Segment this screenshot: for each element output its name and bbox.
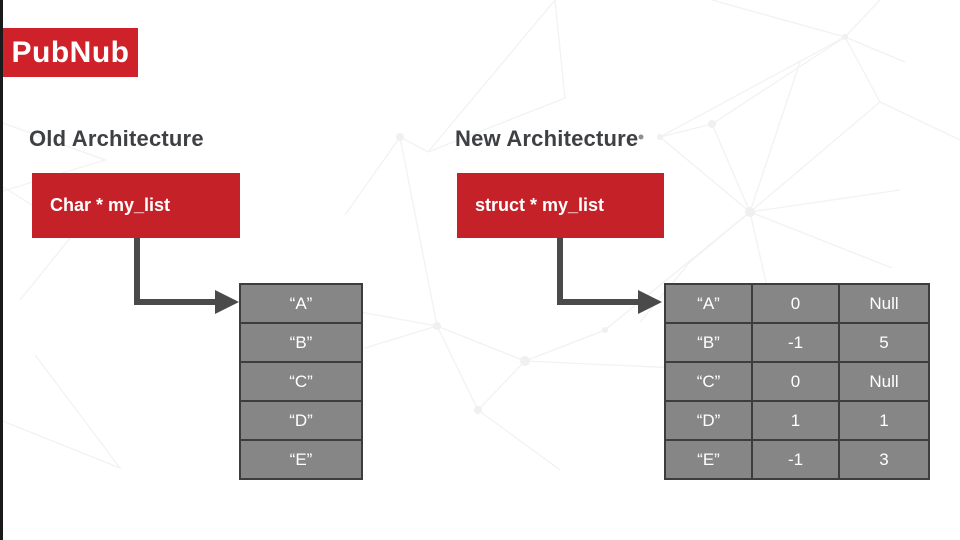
new-struct-list-table: “A” 0 Null “B” -1 5 “C” 0 Null “D” 1 1 “… (664, 283, 930, 480)
new-table-cell: 1 (840, 402, 928, 439)
old-char-list-table: “A” “B” “C” “D” “E” (239, 283, 363, 480)
new-table-cell: -1 (753, 441, 838, 478)
old-pointer-label: Char * my_list (50, 195, 171, 215)
new-table-cell: Null (840, 363, 928, 400)
new-table-cell: “E” (666, 441, 751, 478)
new-pointer-box: struct * my_list (457, 173, 664, 238)
new-table-cell: 5 (840, 324, 928, 361)
pubnub-logo-text: PubNub (11, 35, 130, 69)
new-table-cell: “C” (666, 363, 751, 400)
old-architecture-heading: Old Architecture (29, 126, 204, 151)
new-table-cell: -1 (753, 324, 838, 361)
new-table-cell: “D” (666, 402, 751, 439)
new-table-cell: “B” (666, 324, 751, 361)
new-pointer-label: struct * my_list (475, 195, 605, 215)
old-list-cell: “A” (241, 285, 361, 322)
new-table-cell: “A” (666, 285, 751, 322)
old-arrow-connector-icon (134, 238, 239, 314)
old-list-cell: “E” (241, 441, 361, 478)
new-arrow-connector-icon (557, 238, 662, 314)
new-table-cell: Null (840, 285, 928, 322)
pubnub-logo: PubNub (3, 28, 138, 77)
new-table-cell: 1 (753, 402, 838, 439)
new-table-cell: 0 (753, 363, 838, 400)
old-list-cell: “D” (241, 402, 361, 439)
new-architecture-heading: New Architecture (455, 126, 639, 151)
old-list-cell: “C” (241, 363, 361, 400)
left-edge-bar (0, 0, 3, 540)
old-list-cell: “B” (241, 324, 361, 361)
dark-speck-node (638, 134, 644, 140)
new-table-cell: 3 (840, 441, 928, 478)
old-pointer-box: Char * my_list (32, 173, 240, 238)
new-table-cell: 0 (753, 285, 838, 322)
